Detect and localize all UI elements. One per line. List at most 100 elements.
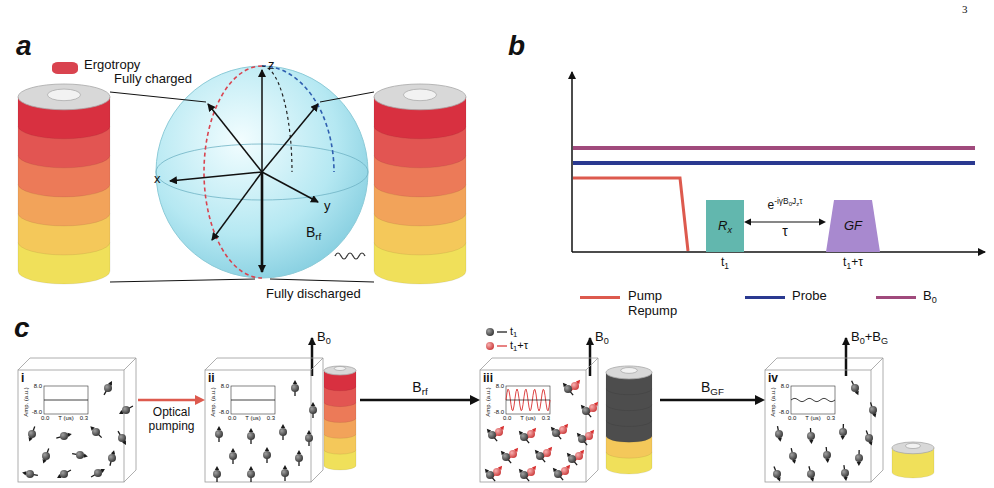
- panel-numeral: ii: [208, 372, 215, 384]
- legend-swatch: [580, 296, 620, 299]
- axis-title: Amp. (a.u.): [210, 387, 217, 417]
- panel-numeral: iii: [483, 372, 493, 384]
- atom: [807, 470, 815, 478]
- atom: [247, 470, 255, 478]
- line-shape: [572, 251, 985, 253]
- battery-cap: [606, 366, 652, 379]
- circle-shape: [156, 66, 368, 278]
- atom: [104, 384, 112, 392]
- spin-arrowhead: [293, 380, 297, 384]
- atom: [94, 469, 102, 477]
- path-shape: [335, 253, 365, 259]
- axis-title: Amp. (a.u.): [23, 387, 30, 417]
- spin-arrow: [92, 428, 101, 437]
- spin-arrow: [565, 385, 573, 395]
- legend-text: Probe: [792, 289, 827, 304]
- atom: [118, 434, 126, 442]
- atom: [869, 406, 877, 414]
- spin-arrowhead: [841, 436, 845, 440]
- atom: [589, 404, 597, 412]
- tick-label: -8.0: [219, 409, 229, 416]
- atom: [502, 453, 510, 461]
- signal-trace: [791, 398, 835, 401]
- spin-arrow: [521, 471, 529, 481]
- spin-arrowhead: [265, 447, 269, 451]
- atom: [578, 435, 586, 443]
- atom: [263, 451, 271, 459]
- spin-arrowhead: [778, 438, 782, 442]
- tick-label: 0.0: [41, 415, 49, 422]
- g-shape: [18, 84, 934, 482]
- spin-panel: iii: [480, 358, 660, 482]
- line-shape: [497, 345, 507, 346]
- axis-label: x: [154, 172, 161, 187]
- spin-arrowhead: [809, 440, 813, 444]
- spin-arrowhead: [84, 454, 88, 458]
- tick-label: 0.0: [228, 415, 236, 422]
- atom: [807, 432, 815, 440]
- atom: [582, 407, 590, 415]
- field-label: B0+BG: [851, 330, 888, 345]
- axis-title: T (us): [805, 415, 821, 422]
- legend-text: B0: [923, 289, 937, 304]
- atom: [309, 406, 317, 414]
- path-shape: [204, 66, 262, 278]
- pulse-label: GF: [844, 219, 862, 233]
- atom: [509, 450, 517, 458]
- atom: [564, 385, 572, 393]
- atom: [559, 426, 567, 434]
- arrowhead: [195, 395, 205, 405]
- spin-panel: iv: [765, 358, 940, 482]
- battery-cap: [324, 366, 356, 375]
- atom: [571, 382, 579, 390]
- atom: [493, 468, 501, 476]
- step-label: Optical pumping: [148, 406, 194, 434]
- spin-arrow: [553, 429, 561, 439]
- tick-label: -8.0: [779, 409, 789, 416]
- spin-arrowhead: [215, 466, 219, 470]
- cube-edge: [765, 358, 883, 482]
- spin-arrowhead: [297, 450, 301, 454]
- atom: [60, 432, 68, 440]
- atom: [295, 454, 303, 462]
- legend-text: Pump Repump: [628, 289, 677, 319]
- atom: [823, 451, 831, 459]
- atom: [552, 429, 560, 437]
- atom: [281, 469, 289, 477]
- line-shape: [110, 92, 206, 102]
- atom: [486, 471, 494, 479]
- atom: [855, 454, 863, 462]
- atom: [527, 468, 535, 476]
- panel-letter: b: [508, 30, 525, 62]
- spin-arrowhead: [217, 426, 221, 430]
- battery-terminal: [47, 89, 80, 101]
- atom: [865, 434, 873, 442]
- state-label: Fully charged: [114, 72, 192, 87]
- line-shape: [573, 161, 975, 165]
- line-shape: [320, 92, 374, 102]
- atom: [775, 430, 783, 438]
- evolution-operator: e-iγB0Jzτ: [768, 199, 803, 213]
- connector-line: [138, 399, 196, 402]
- atom: [585, 432, 593, 440]
- atom: [773, 470, 781, 478]
- legend-swatch: [876, 296, 916, 299]
- spin-arrowhead: [311, 402, 315, 406]
- axis-label: z: [268, 58, 275, 73]
- axis-title: T (us): [58, 415, 74, 422]
- battery-terminal: [403, 89, 436, 101]
- arrowhead: [819, 219, 826, 226]
- path-shape: [262, 66, 334, 172]
- spin-arrowhead: [22, 471, 26, 475]
- time-legend: t1: [510, 325, 517, 338]
- line-shape: [262, 172, 318, 202]
- atom: [536, 452, 544, 460]
- path-shape: [262, 66, 292, 172]
- arrowhead: [755, 395, 765, 405]
- signal-trace: [506, 400, 550, 401]
- pulse-box: Rx: [706, 200, 744, 252]
- tick-label: 0.3: [267, 415, 275, 422]
- signal-trace: [506, 389, 550, 411]
- line-shape: [262, 104, 318, 172]
- spin-arrowhead: [281, 424, 285, 428]
